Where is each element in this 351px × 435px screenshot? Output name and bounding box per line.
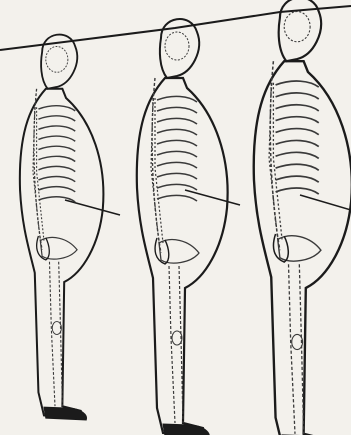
anatomical-figures-illustration: [0, 0, 351, 435]
illustration-canvas: [0, 0, 351, 435]
paper-background: [0, 0, 351, 435]
